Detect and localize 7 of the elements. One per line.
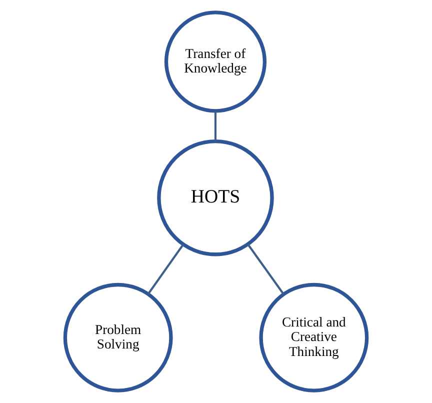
node-circle: HOTS bbox=[157, 139, 274, 256]
connector bbox=[247, 244, 284, 295]
node-circle: Problem Solving bbox=[63, 282, 173, 392]
connector bbox=[147, 244, 184, 295]
node-circle: Critical and Creative Thinking bbox=[259, 282, 369, 392]
node-circle: Transfer of Knowledge bbox=[164, 10, 267, 113]
connector bbox=[214, 111, 217, 142]
